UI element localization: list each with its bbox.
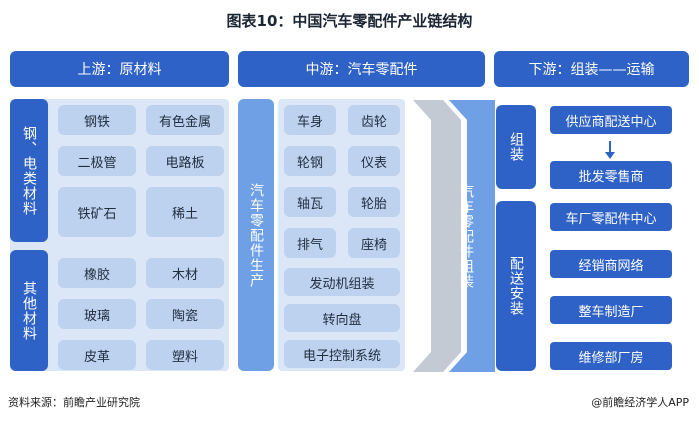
material-item: 二极管 <box>58 146 136 176</box>
metal-electric-materials-text: 钢、电类材料 <box>21 125 37 216</box>
material-item: 玻璃 <box>58 299 136 329</box>
midstream-header: 中游：汽车零配件 <box>238 51 485 87</box>
material-item: 陶瓷 <box>146 299 224 329</box>
part-item: 轮胎 <box>348 187 400 217</box>
distribution-install-text: 配送安装 <box>508 256 524 316</box>
other-materials-label: 其他材料 <box>10 250 48 371</box>
part-item-wide: 转向盘 <box>284 304 400 332</box>
part-item: 仪表 <box>348 146 400 176</box>
downstream-item: 供应商配送中心 <box>550 106 672 134</box>
distribution-install-label: 配送安装 <box>496 201 536 371</box>
upstream-header: 上游：原材料 <box>10 51 229 87</box>
part-item: 齿轮 <box>348 105 400 135</box>
material-item: 木材 <box>146 258 224 288</box>
part-item: 车身 <box>284 105 336 135</box>
downstream-item: 经销商网络 <box>550 250 672 278</box>
page-title: 图表10：中国汽车零配件产业链结构 <box>226 11 473 30</box>
downstream-header: 下游：组装——运输 <box>494 51 689 87</box>
material-item: 有色金属 <box>146 105 224 135</box>
material-item: 铁矿石 <box>58 187 136 237</box>
brand-credit: @前瞻经济学人APP <box>591 396 689 409</box>
parts-assembly-text: 汽车零配件组装 <box>458 183 474 289</box>
parts-assembly-label: 汽车零配件组装 <box>449 100 483 372</box>
assembly-label: 组装 <box>496 105 536 189</box>
assembly-text: 组装 <box>508 132 524 162</box>
material-item: 钢铁 <box>58 105 136 135</box>
part-item: 座椅 <box>348 228 400 258</box>
part-item: 排气 <box>284 228 336 258</box>
material-item: 电路板 <box>146 146 224 176</box>
parts-production-text: 汽车零配件生产 <box>248 182 264 288</box>
other-materials-text: 其他材料 <box>21 280 37 341</box>
metal-electric-materials-label: 钢、电类材料 <box>10 99 48 242</box>
downstream-item: 维修部厂房 <box>550 342 672 370</box>
part-item-wide: 发动机组装 <box>284 268 400 296</box>
source-note: 资料来源：前瞻产业研究院 <box>8 396 140 409</box>
downstream-item: 车厂零配件中心 <box>550 203 672 231</box>
material-item: 塑料 <box>146 340 224 370</box>
part-item: 轴瓦 <box>284 187 336 217</box>
material-item: 皮革 <box>58 340 136 370</box>
part-item: 轮钢 <box>284 146 336 176</box>
flow-arrow-icon <box>413 100 495 372</box>
material-item: 稀土 <box>146 187 224 237</box>
parts-production-label: 汽车零配件生产 <box>238 99 274 371</box>
material-item: 橡胶 <box>58 258 136 288</box>
arrow-down-icon <box>605 141 615 159</box>
downstream-item: 批发零售商 <box>550 161 672 189</box>
part-item-wide: 电子控制系统 <box>284 340 400 368</box>
downstream-item: 整车制造厂 <box>550 296 672 324</box>
